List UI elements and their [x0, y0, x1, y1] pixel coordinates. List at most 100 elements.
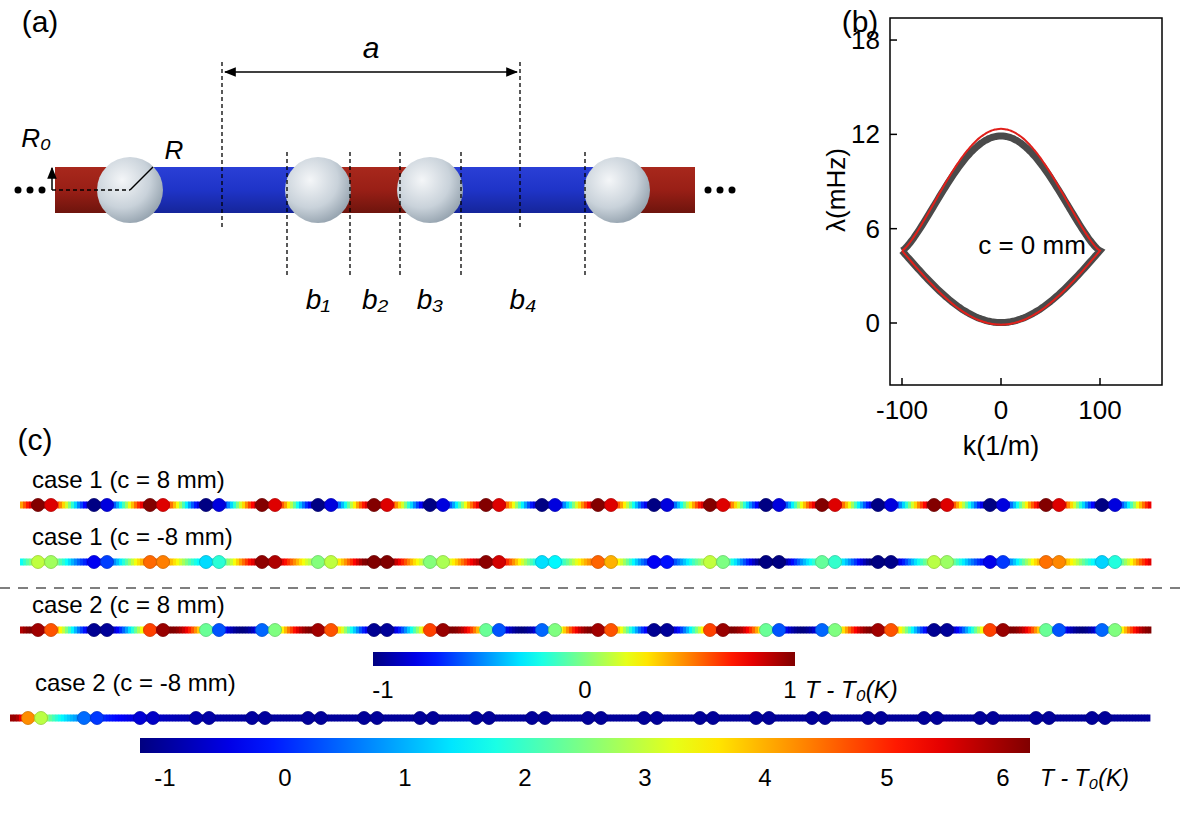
rod-sphere: [885, 499, 898, 512]
rod-segment: [845, 559, 848, 566]
rod-sphere: [592, 556, 605, 569]
tick-label: 100: [1078, 397, 1121, 423]
case-label: case 1 (c = -8 mm): [32, 525, 233, 549]
rod-segment: [799, 715, 802, 722]
rod-segment: [308, 559, 311, 566]
rod-segment: [284, 502, 287, 509]
rod-sphere: [648, 556, 661, 569]
rod-segment: [251, 502, 254, 509]
rod-sphere: [717, 499, 730, 512]
rod-segment: [352, 715, 355, 722]
case-label: case 2 (c = 8 mm): [32, 593, 225, 617]
rod-segment: [106, 715, 109, 722]
rod-segment: [917, 502, 920, 509]
rod-segment: [236, 559, 239, 566]
rod-segment: [1076, 627, 1079, 634]
rod-segment: [908, 559, 911, 566]
rod-segment: [1024, 715, 1027, 722]
rod-segment: [1139, 627, 1142, 634]
rod-sphere: [1040, 556, 1053, 569]
rod-segment: [731, 559, 734, 566]
rod-segment: [740, 627, 743, 634]
rod-segment: [1028, 627, 1031, 634]
rod-segment: [248, 502, 251, 509]
rod-segment: [739, 715, 742, 722]
rod-segment: [67, 715, 70, 722]
rod-segment: [229, 715, 232, 722]
rod-sphere: [526, 712, 539, 725]
rod-segment: [845, 627, 848, 634]
rod-segment: [797, 627, 800, 634]
rod-segment: [1006, 715, 1009, 722]
rod-segment: [1021, 715, 1024, 722]
rod-segment: [248, 627, 251, 634]
rod-segment: [169, 715, 172, 722]
rod-segment: [965, 559, 968, 566]
rod-sphere: [987, 712, 1000, 725]
rod-segment: [695, 627, 698, 634]
rod-segment: [569, 627, 572, 634]
colorbar-tick: 0: [278, 766, 291, 790]
rod-segment: [680, 559, 683, 566]
rod-segment: [980, 627, 983, 634]
rod-segment: [461, 559, 464, 566]
rod-segment: [635, 559, 638, 566]
rod-sphere: [707, 712, 720, 725]
rod-segment: [920, 502, 923, 509]
rod-sphere: [1040, 499, 1053, 512]
rod-segment: [416, 627, 419, 634]
axis-title: k(1/m): [963, 433, 1040, 460]
rod-segment: [119, 502, 122, 509]
rod-segment: [644, 627, 647, 634]
rod-segment: [752, 559, 755, 566]
rod-segment: [895, 715, 898, 722]
rod-segment: [797, 502, 800, 509]
rod-sphere: [592, 499, 605, 512]
rod-segment: [1145, 502, 1148, 509]
rod-segment: [194, 559, 197, 566]
rod-sphere: [872, 499, 885, 512]
dimension-line: [584, 152, 585, 276]
rod-segment: [806, 502, 809, 509]
rod-sphere: [325, 499, 338, 512]
rod-segment: [398, 502, 401, 509]
band-curve: [902, 136, 1100, 323]
rod-segment: [1073, 502, 1076, 509]
rod-sphere: [368, 499, 381, 512]
rod-segment: [1079, 559, 1082, 566]
rod-segment: [724, 715, 727, 722]
rod-segment: [794, 502, 797, 509]
rod-sphere: [493, 556, 506, 569]
rod-segment: [866, 559, 869, 566]
rod-segment: [674, 502, 677, 509]
rod-segment: [409, 715, 412, 722]
tick-mark: [890, 228, 897, 230]
rod-segment: [568, 715, 571, 722]
rod-segment: [242, 627, 245, 634]
rod-segment: [13, 715, 16, 722]
rod-segment: [178, 715, 181, 722]
rod-segment: [406, 715, 409, 722]
rod-segment: [308, 627, 311, 634]
colorbar-title: T - T₀(K): [805, 678, 898, 702]
rod-segment: [71, 627, 74, 634]
rod-segment: [59, 502, 62, 509]
rod-illustration: [15, 62, 736, 276]
rod-segment: [889, 715, 892, 722]
rod-sphere: [717, 624, 730, 637]
rod-segment: [511, 715, 514, 722]
rod-segment: [632, 502, 635, 509]
rod-segment: [496, 715, 499, 722]
rod-segment: [1127, 502, 1130, 509]
rod-segment: [1145, 559, 1148, 566]
rod-segment: [692, 627, 695, 634]
rod-segment: [784, 715, 787, 722]
rod-segment: [1010, 559, 1013, 566]
rod-segment: [923, 559, 926, 566]
rod-segment: [62, 502, 65, 509]
rod-sphere: [694, 712, 707, 725]
rod-segment: [968, 559, 971, 566]
rod-segment: [778, 715, 781, 722]
rod-segment: [473, 627, 476, 634]
